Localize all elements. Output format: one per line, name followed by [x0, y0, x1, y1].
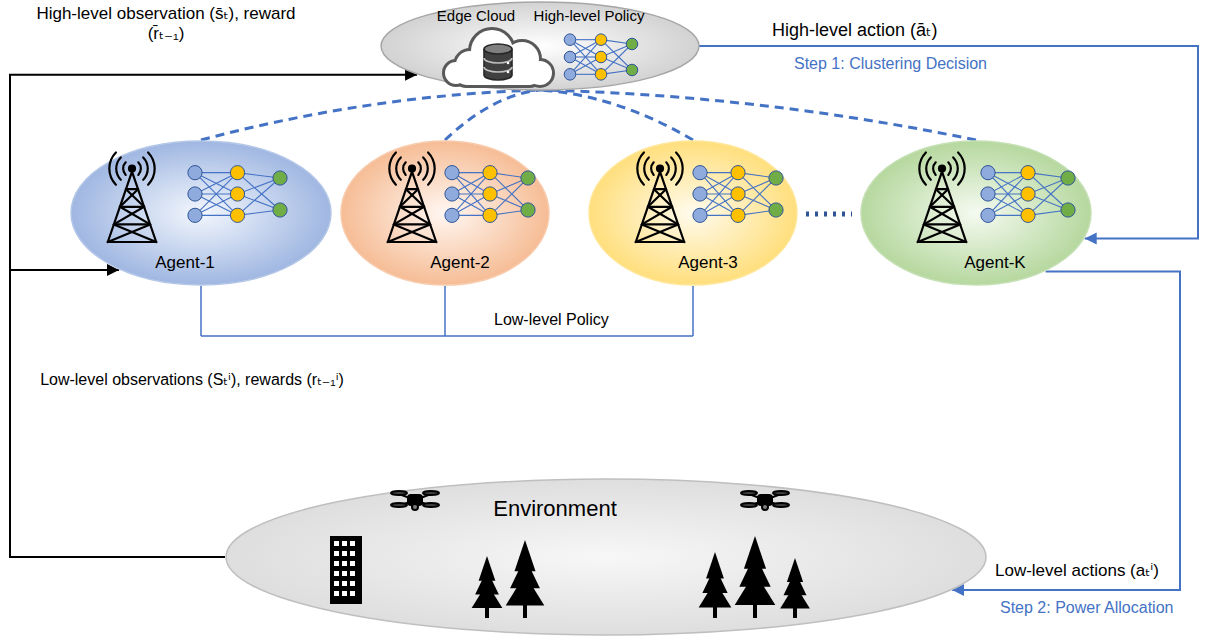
agent-name: Agent-2 [430, 253, 490, 273]
low-level-policy-bracket [201, 286, 693, 336]
node-title: Edge Cloud [437, 7, 515, 25]
group-label: Low-level Policy [492, 310, 611, 329]
node-title: Environment [493, 496, 617, 522]
edge-label: Low-level actions (aₜⁱ) [993, 561, 1161, 581]
agent-name: Agent-1 [155, 253, 215, 273]
node-title: High-level Policy [534, 7, 645, 25]
dashed-link [540, 90, 693, 140]
arrow-connector [10, 270, 225, 557]
step-label: Step 1: Clustering Decision [792, 54, 989, 73]
agent-ellipse: Agent-K [860, 140, 1092, 286]
edge-label: Low-level observations (Sₜⁱ), rewards (r… [30, 370, 354, 389]
agent-name: Agent-3 [678, 253, 738, 273]
environment-ellipse: Environment [225, 478, 987, 636]
dashed-link [445, 90, 540, 140]
edge-label: High-level action (āₜ) [770, 20, 939, 42]
agent-name: Agent-K [964, 253, 1025, 273]
dashed-link [540, 90, 976, 140]
agent-ellipse: Agent-3 [588, 140, 798, 286]
agent-ellipse: Agent-1 [70, 140, 332, 286]
step-label: Step 2: Power Allocation [998, 598, 1175, 617]
dashed-link [201, 90, 540, 140]
edge-cloud-ellipse: Edge Cloud High-level Policy [380, 1, 700, 91]
arrow-connector [952, 271, 1180, 590]
agent-ellipse: Agent-2 [340, 140, 550, 286]
arrow-connector [10, 75, 417, 557]
edge-label: High-level observation (s̄ₜ), reward (r̄… [14, 4, 318, 45]
continuation-dots [806, 212, 852, 217]
